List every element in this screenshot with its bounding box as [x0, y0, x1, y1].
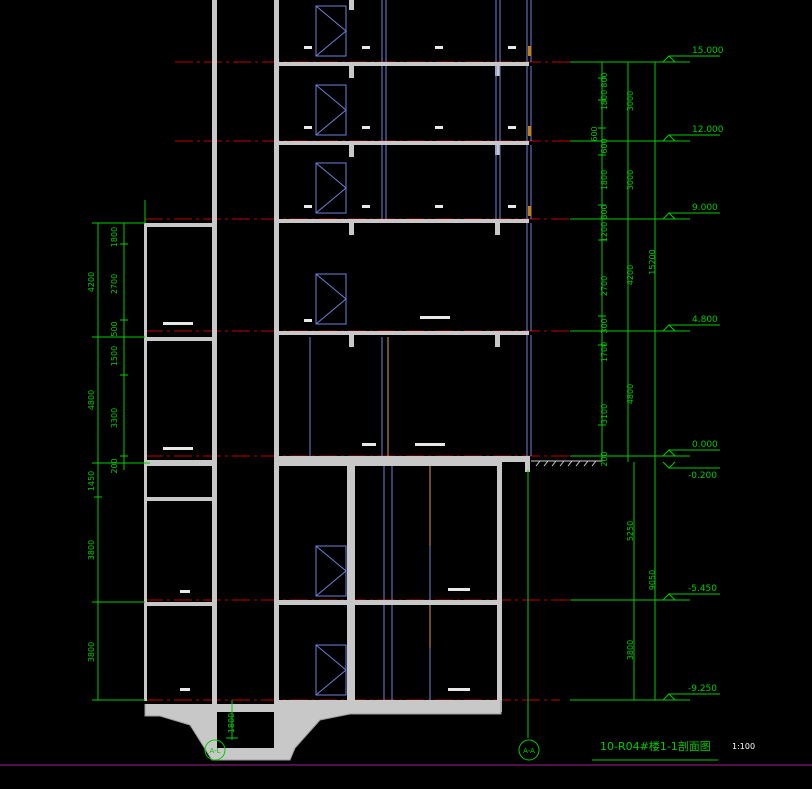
right-dimensions — [570, 55, 720, 701]
elevation-label: 0.000 — [692, 440, 718, 450]
dim-label: 15200 — [648, 249, 657, 274]
dim-label: 5250 — [626, 521, 635, 541]
door-icon — [315, 644, 347, 696]
floor-slab — [279, 331, 529, 335]
drawing-scale: 1:100 — [732, 742, 755, 751]
annex-slab — [145, 337, 212, 341]
drawing-title: 10-R04#楼1-1剖面图 — [600, 739, 711, 753]
interior-column — [349, 145, 354, 157]
elevation-label: 4.800 — [692, 315, 718, 325]
doors — [315, 5, 347, 696]
axis-bubble-right — [518, 739, 540, 761]
window-accent — [528, 46, 531, 216]
elevation-label: -5.450 — [688, 584, 717, 594]
door-icon — [315, 84, 347, 136]
dim-label: 1500 — [110, 346, 119, 366]
floor-slab — [279, 141, 529, 145]
dim-label: 600 — [590, 126, 599, 141]
dim-label: 200 — [110, 458, 119, 473]
dim-label: 1200 — [600, 222, 609, 242]
dim-label: 3800 — [87, 540, 96, 560]
interior-column — [349, 335, 354, 347]
dim-label: 1800 — [110, 227, 119, 247]
annex-slab — [145, 460, 212, 466]
foundation-right — [279, 700, 501, 760]
dim-label: 500 — [110, 321, 119, 336]
dim-label: 4800 — [626, 384, 635, 404]
dim-label: 4200 — [87, 272, 96, 292]
basement-wall — [497, 462, 502, 712]
dim-label: 200 — [600, 451, 609, 466]
floor-slab — [279, 219, 529, 223]
left-dimensions — [92, 200, 150, 701]
interior-column — [349, 223, 354, 235]
interior-column — [349, 66, 354, 78]
basement-slab — [279, 462, 501, 466]
dim-label: 800 — [600, 204, 609, 219]
beam-drop — [495, 66, 500, 76]
door-icon — [315, 162, 347, 214]
building-structure — [144, 0, 530, 760]
dim-label: 1800 — [600, 170, 609, 190]
dim-label: 4200 — [626, 265, 635, 285]
door-icon — [315, 545, 347, 597]
foundation-outline — [144, 700, 502, 761]
dim-label: 3100 — [600, 404, 609, 424]
dim-label: 600 — [600, 138, 609, 153]
floor-slab — [279, 62, 529, 66]
axis-bubble-left — [204, 739, 226, 761]
beam-drop — [495, 223, 500, 235]
beam-drop — [495, 145, 500, 155]
door-icon — [315, 5, 347, 57]
foundation-pit — [212, 712, 290, 760]
axis-label: A-L — [209, 747, 220, 755]
elevation-label: -9.250 — [688, 684, 717, 694]
dim-label: 2700 — [110, 274, 119, 294]
dim-label: 3000 — [626, 170, 635, 190]
dim-label: 3300 — [110, 408, 119, 428]
basement-core-wall — [347, 462, 355, 600]
door-icon — [315, 273, 347, 325]
axis-label: A-A — [523, 747, 535, 755]
annex-slab — [145, 223, 212, 227]
beam-drop — [495, 335, 500, 347]
axis-markers — [204, 470, 540, 761]
annex-slab — [145, 497, 212, 501]
dim-label: 300 — [600, 318, 609, 333]
elevation-label: 12.000 — [692, 125, 724, 135]
foundation-left — [145, 704, 279, 760]
annex-slab — [145, 602, 212, 606]
dim-label: 1800 — [600, 90, 609, 110]
elevation-label: 9.000 — [692, 203, 718, 213]
basement-slab — [279, 600, 501, 605]
shaft-wall-left — [212, 0, 217, 760]
dim-label: 4800 — [87, 390, 96, 410]
shaft-wall-right — [274, 0, 279, 760]
dim-label: 9050 — [648, 570, 657, 590]
dim-label: 2700 — [600, 276, 609, 296]
interior-column — [349, 0, 354, 10]
dim-label: 1450 — [87, 471, 96, 491]
ground-line — [531, 460, 602, 467]
annex-wall — [144, 223, 147, 701]
floor-slab — [279, 456, 529, 462]
elevation-label: 15.000 — [692, 46, 724, 56]
beam-drop — [525, 456, 530, 472]
dim-label: 1700 — [600, 342, 609, 362]
room-label-marks — [163, 46, 516, 691]
dim-label: 3800 — [626, 640, 635, 660]
basement-core-wall — [347, 605, 355, 700]
elevation-label: -0.200 — [688, 471, 717, 481]
orange-lines — [387, 337, 431, 648]
dim-label: 800 — [600, 72, 609, 87]
dim-label: 1800 — [227, 713, 236, 733]
dim-label: 3000 — [626, 91, 635, 111]
dim-label: 3800 — [87, 642, 96, 662]
